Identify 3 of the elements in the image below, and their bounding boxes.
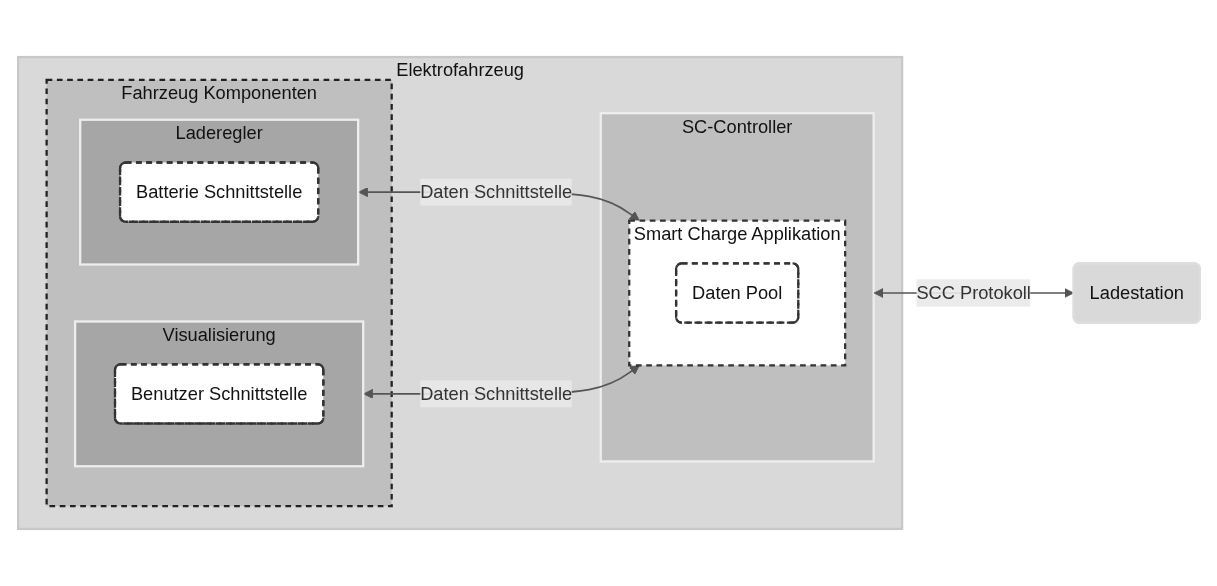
edge-label: Daten Schnittstelle — [419, 383, 572, 403]
edge-label: SCC Protokoll — [915, 282, 1031, 303]
edge-label: Daten Schnittstelle — [419, 181, 572, 202]
